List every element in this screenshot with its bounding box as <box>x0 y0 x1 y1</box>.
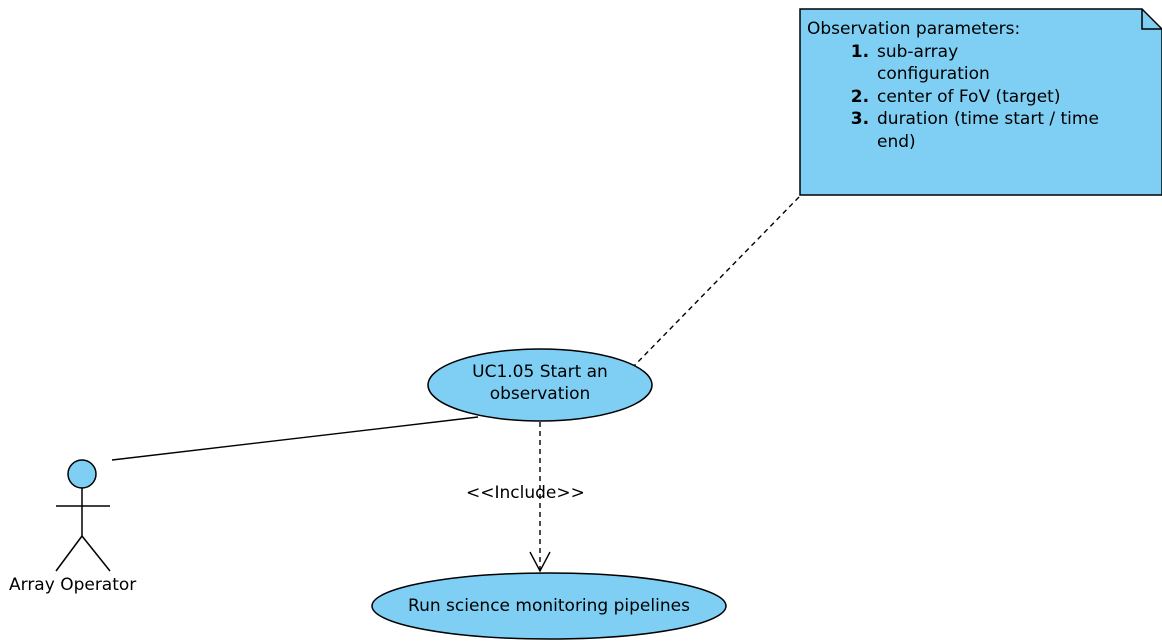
note-fold <box>1141 9 1162 30</box>
usecase-run-pipelines[interactable] <box>371 572 727 640</box>
note-list: sub-array configuration center of FoV (t… <box>807 41 1137 154</box>
note-item: duration (time start / time end) <box>875 108 1107 153</box>
include-arrowhead <box>529 551 551 573</box>
note-anchor-line <box>632 196 800 368</box>
association-line <box>111 416 479 461</box>
note-title: Observation parameters: <box>807 19 1021 39</box>
include-stereotype-label: <<Include>> <box>466 483 585 503</box>
usecase-start-observation-label: UC1.05 Start an observation <box>440 361 640 405</box>
actor-figure[interactable] <box>55 459 111 572</box>
usecase-start-observation-line1: UC1.05 Start an <box>472 362 608 382</box>
usecase-start-observation[interactable] <box>427 348 653 422</box>
usecase-start-observation-line2: observation <box>489 384 591 404</box>
usecase-run-pipelines-label: Run science monitoring pipelines <box>408 596 690 616</box>
actor-right-leg <box>81 535 111 572</box>
note-item: sub-array configuration <box>875 41 1047 86</box>
actor-left-leg <box>55 535 83 572</box>
note-text: Observation parameters: sub-array config… <box>807 18 1137 153</box>
actor-head <box>67 459 97 489</box>
note-shape[interactable] <box>799 8 1162 196</box>
actor-name-label: Array Operator <box>9 575 137 595</box>
note-item: center of FoV (target) <box>875 86 1137 109</box>
note-body <box>799 8 1162 196</box>
